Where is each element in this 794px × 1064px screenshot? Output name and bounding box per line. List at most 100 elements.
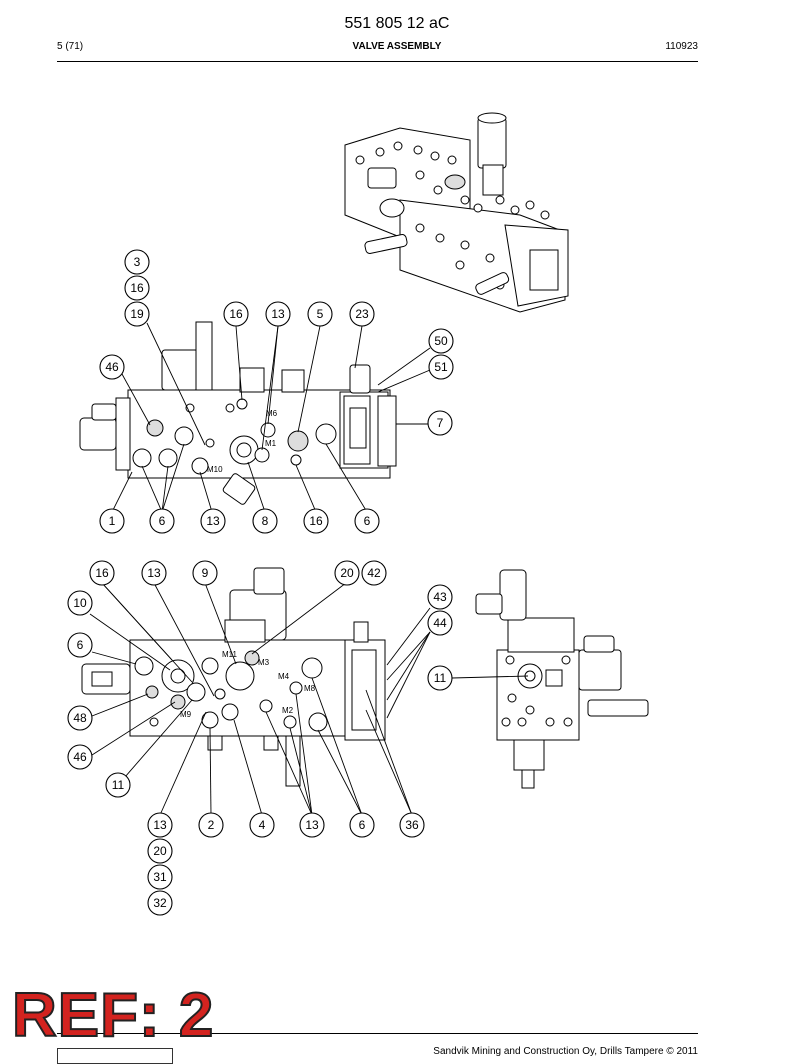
callout-32: 32 [147,890,173,916]
svg-text:6: 6 [77,638,84,652]
callout-20: 20 [147,838,173,864]
svg-text:1: 1 [109,514,116,528]
callout-5: 5 [307,301,333,327]
svg-text:48: 48 [73,711,87,725]
svg-text:6: 6 [359,818,366,832]
callout-46: 46 [67,744,93,770]
ref-stamp: REF: 2 [11,981,215,1050]
isometric-fittings [355,141,550,290]
svg-text:50: 50 [434,334,448,348]
callout-11: 11 [105,772,131,798]
callout-31: 31 [147,864,173,890]
callout-1: 1 [99,508,125,534]
callout-13: 13 [299,812,325,838]
callout-43: 43 [427,584,453,610]
callout-50: 50 [428,328,454,354]
svg-text:43: 43 [433,590,447,604]
callout-42: 42 [361,560,387,586]
svg-text:42: 42 [367,566,381,580]
svg-text:36: 36 [405,818,419,832]
callout-4: 4 [249,812,275,838]
footer-rule [57,1033,698,1034]
port-label-m11: M11 [222,650,238,659]
document-title: VALVE ASSEMBLY [352,41,442,52]
svg-text:16: 16 [130,281,144,295]
callout-51: 51 [428,354,454,380]
isometric-view [344,112,569,313]
svg-text:31: 31 [153,870,167,884]
svg-text:16: 16 [95,566,109,580]
callout-44: 44 [427,610,453,636]
port-label-m2: M2 [282,706,294,715]
callout-13: 13 [147,812,173,838]
svg-text:13: 13 [206,514,220,528]
port-label-m1: M1 [265,439,277,448]
svg-text:46: 46 [73,750,87,764]
svg-text:11: 11 [112,778,125,792]
callout-13: 13 [141,560,167,586]
callout-6: 6 [349,812,375,838]
side-view-2: M11 M3 M4 M8 M2 M9 [81,567,386,787]
svg-text:13: 13 [153,818,167,832]
svg-text:6: 6 [159,514,166,528]
svg-text:3: 3 [134,255,141,269]
svg-text:10: 10 [73,596,87,610]
callout-11: 11 [427,665,453,691]
callout-36: 36 [399,812,425,838]
port-label-m9: M9 [180,710,192,719]
svg-text:46: 46 [105,360,119,374]
callout-19: 19 [124,301,150,327]
svg-text:44: 44 [433,616,447,630]
header-rule [57,61,698,62]
callouts-view-2: 16 13 9 20 42 43 44 10 6 11 48 46 11 13 … [67,560,453,916]
callout-16: 16 [89,560,115,586]
callout-13: 13 [200,508,226,534]
leader-lines-1 [111,322,431,513]
callout-13: 13 [265,301,291,327]
callout-16: 16 [124,275,150,301]
svg-text:8: 8 [262,514,269,528]
svg-text:19: 19 [130,307,144,321]
svg-text:32: 32 [153,896,167,910]
svg-text:9: 9 [202,566,209,580]
svg-text:4: 4 [259,818,266,832]
company-logo [57,1048,173,1064]
port-label-m6: M6 [266,409,278,418]
svg-text:5: 5 [317,307,324,321]
callouts-view-1: 3 16 19 16 13 5 23 50 51 46 7 1 6 13 8 1… [99,249,454,534]
callout-20: 20 [334,560,360,586]
svg-text:20: 20 [153,844,167,858]
end-view [475,569,649,789]
port-label-m10: M10 [207,465,223,474]
document-number: 551 805 12 aC [344,15,450,32]
callout-3: 3 [124,249,150,275]
callout-46: 46 [99,354,125,380]
svg-text:51: 51 [434,360,448,374]
footer-copyright: Sandvik Mining and Construction Oy, Dril… [433,1046,698,1057]
callout-7: 7 [427,410,453,436]
callout-2: 2 [198,812,224,838]
leader-lines-2 [89,582,529,816]
callout-6: 6 [354,508,380,534]
document-date: 110923 [665,41,698,52]
svg-text:13: 13 [305,818,319,832]
callout-6: 6 [149,508,175,534]
side-view-1-ports [132,398,337,475]
side-view-2-ports [134,650,328,732]
callout-6: 6 [67,632,93,658]
svg-text:7: 7 [437,416,444,430]
callout-48: 48 [67,705,93,731]
port-label-m8: M8 [304,684,316,693]
page-number: 5 (71) [57,41,84,52]
svg-text:2: 2 [208,818,215,832]
svg-text:20: 20 [340,566,354,580]
callout-10: 10 [67,590,93,616]
svg-text:16: 16 [309,514,323,528]
callout-9: 9 [192,560,218,586]
port-label-m3: M3 [258,658,270,667]
svg-text:16: 16 [229,307,243,321]
side-view-1: M6 M1 M10 [79,321,397,505]
svg-text:6: 6 [364,514,371,528]
svg-text:11: 11 [434,671,447,685]
